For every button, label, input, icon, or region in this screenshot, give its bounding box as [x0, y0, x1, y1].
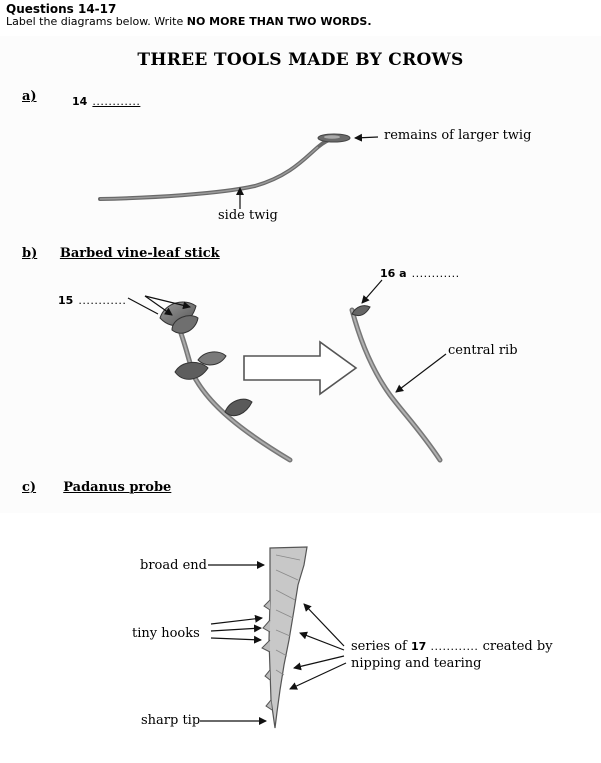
section-b-heading: b) Barbed vine-leaf stick: [22, 246, 220, 261]
arrow-series-4: [289, 662, 347, 690]
section-c-heading: c) Padanus probe: [22, 480, 172, 495]
padanus-probe-tool: [261, 546, 308, 729]
section-b-name: Barbed vine-leaf stick: [59, 246, 220, 261]
question-15-blank[interactable]: 15 ............: [58, 289, 126, 308]
label-nipping-and-tearing: nipping and tearing: [351, 656, 482, 671]
arrow-series-1: [303, 603, 345, 647]
instruction-text: Label the diagrams below. Write NO MORE …: [6, 15, 372, 28]
transform-arrow: [243, 340, 358, 396]
question-15-number: 15: [58, 294, 74, 307]
label-broad-end: broad end: [140, 558, 207, 573]
series-suffix: created by: [482, 639, 553, 654]
arrow-hook-3: [210, 635, 262, 644]
arrow-15-a-head: [144, 295, 173, 316]
arrow-15-a: [127, 297, 159, 315]
section-c-name: Padanus probe: [63, 480, 172, 495]
question-17-blank[interactable]: series of 17 ............ created by: [351, 639, 553, 654]
hooked-twig-tool: [98, 133, 351, 201]
series-prefix: series of: [351, 639, 407, 654]
vine-leaf-stick-leafy: [159, 301, 293, 463]
section-a-letter: a): [22, 89, 37, 104]
question-14-blank[interactable]: 14 ............: [72, 90, 140, 109]
arrow-15-b: [144, 295, 191, 310]
question-16-number: 16 a: [380, 267, 407, 280]
questions-heading: Questions 14-17: [6, 2, 117, 16]
question-17-number: 17: [411, 640, 427, 653]
question-14-dots: ............: [92, 95, 141, 108]
label-central-rib: central rib: [448, 343, 518, 358]
diagram-title: THREE TOOLS MADE BY CROWS: [137, 50, 464, 70]
instruction-prefix: Label the diagrams below. Write: [6, 15, 187, 28]
instruction-emphasis: NO MORE THAN TWO WORDS.: [186, 15, 372, 28]
label-remains-of-larger-twig: remains of larger twig: [384, 128, 532, 143]
question-16-blank[interactable]: 16 a ............: [380, 262, 460, 281]
label-tiny-hooks: tiny hooks: [132, 626, 200, 641]
arrow-remains: [354, 133, 379, 142]
question-16-dots: ............: [411, 267, 460, 280]
question-15-dots: ............: [78, 294, 127, 307]
arrow-central-rib: [395, 353, 447, 393]
arrow-series-3: [293, 655, 345, 671]
question-14-number: 14: [72, 95, 88, 108]
arrow-hook-1: [210, 614, 263, 625]
label-sharp-tip: sharp tip: [141, 713, 201, 728]
label-side-twig: side twig: [218, 208, 278, 223]
arrow-series-2: [299, 631, 345, 651]
question-17-dots: ............: [430, 640, 479, 653]
vine-leaf-stick-stripped: [349, 305, 443, 463]
arrow-16a: [361, 279, 383, 304]
arrow-hook-2: [210, 624, 262, 633]
